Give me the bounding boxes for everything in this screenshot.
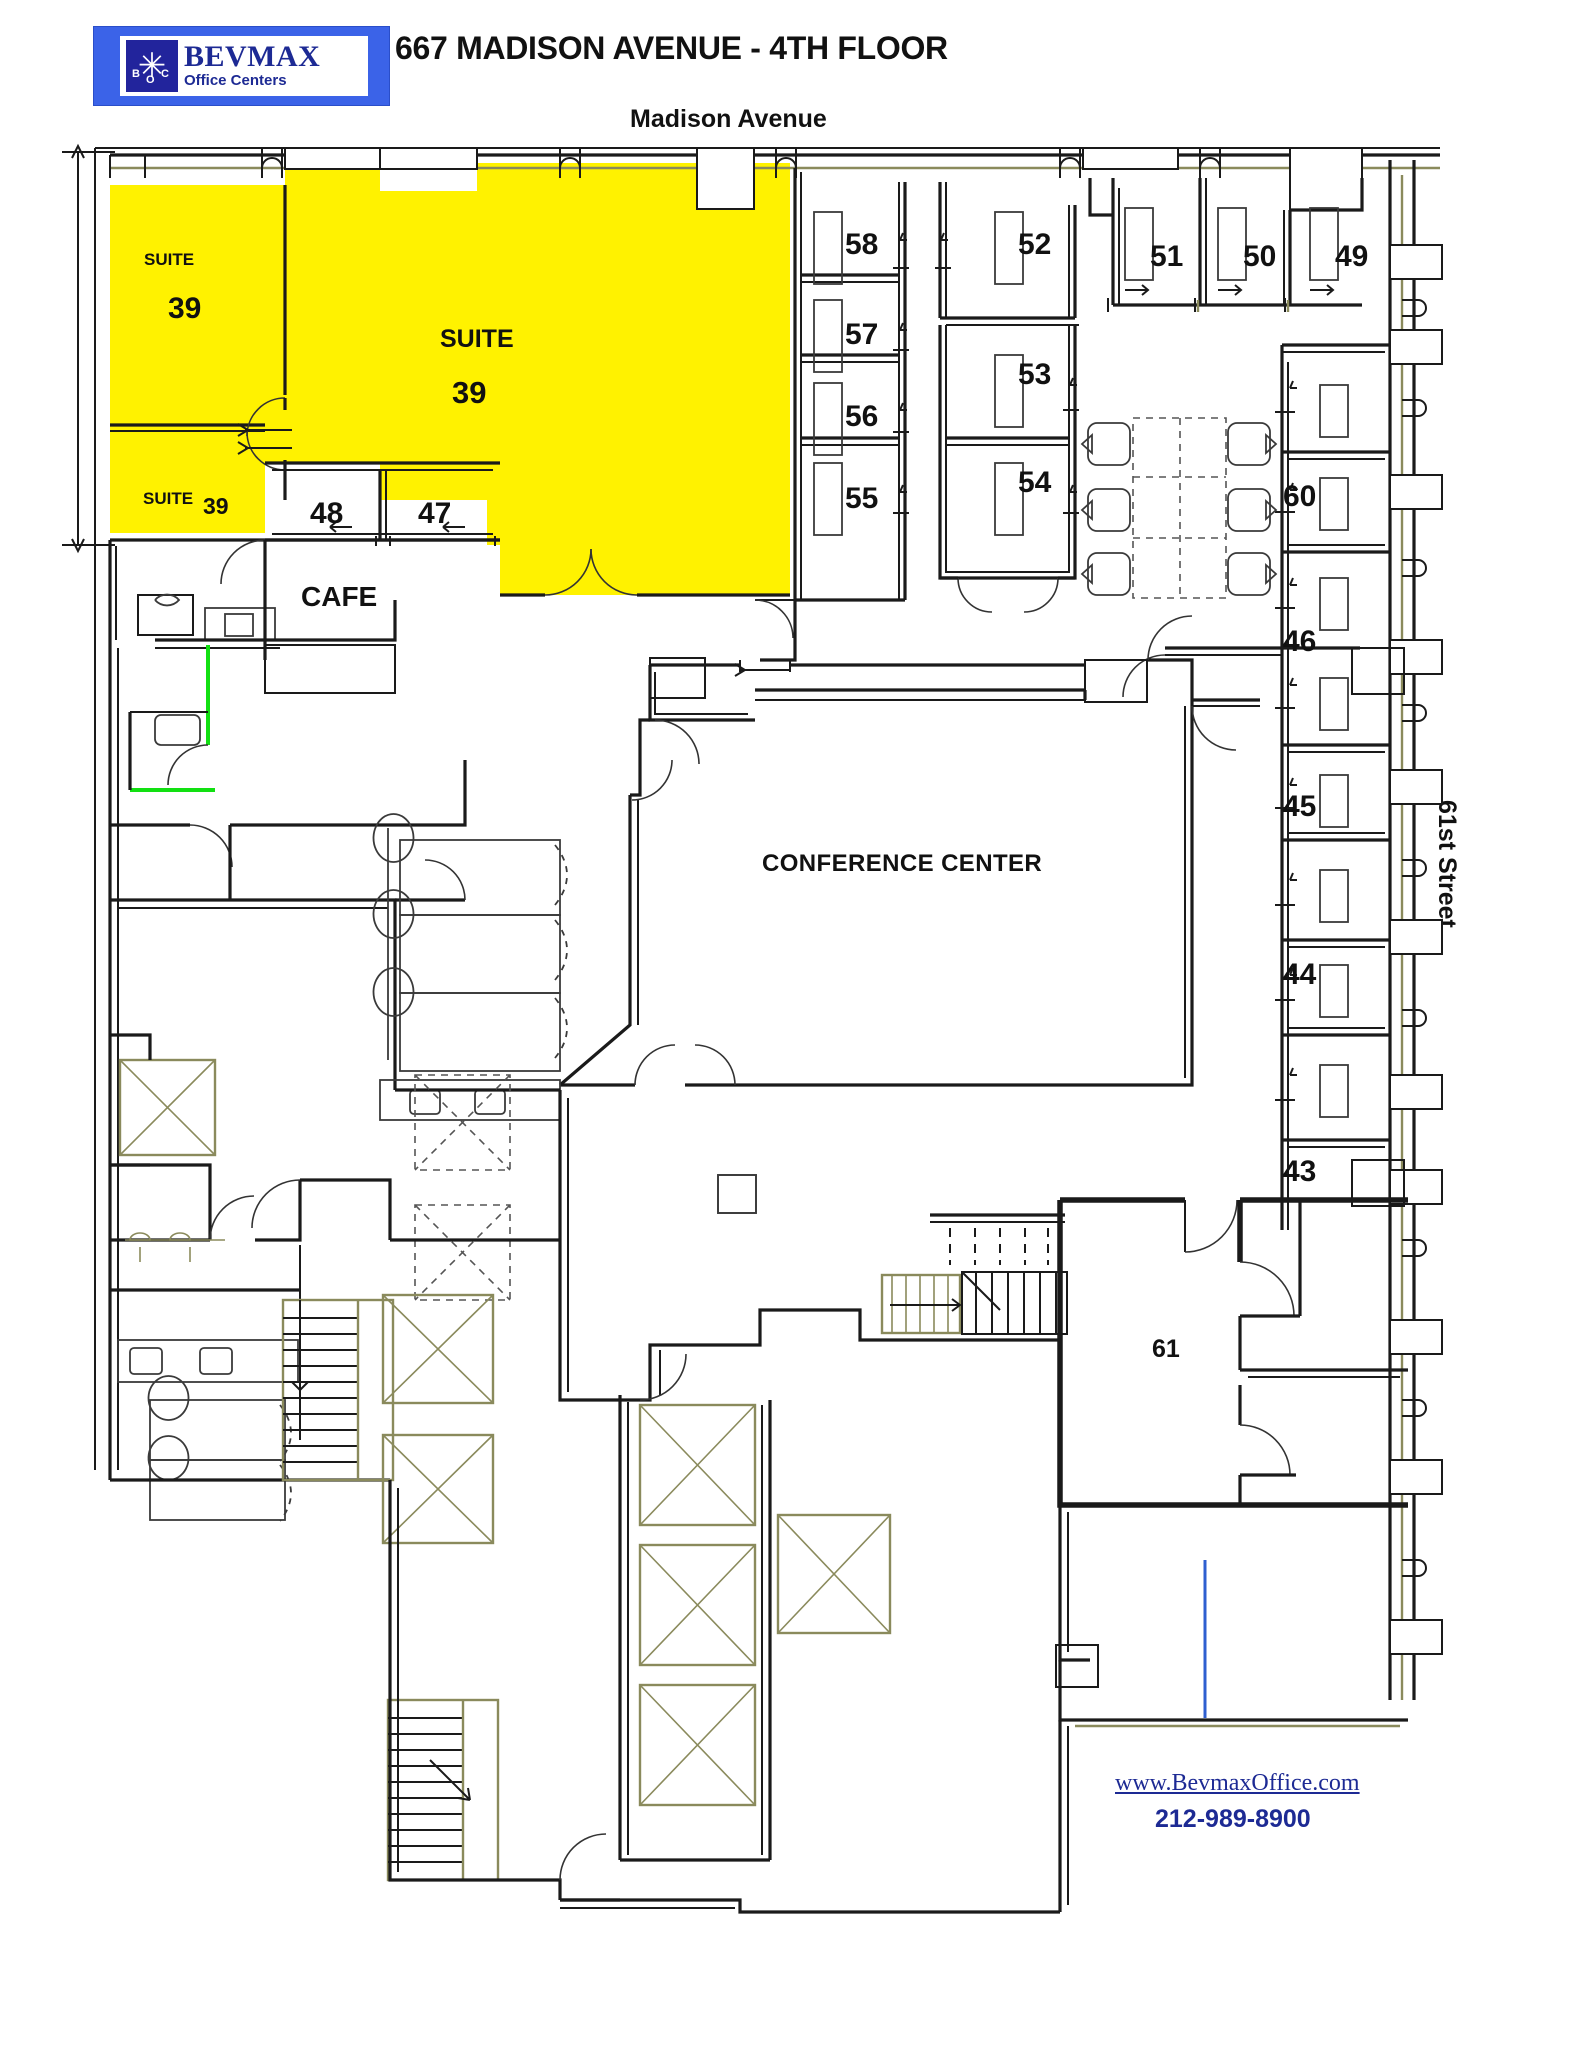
suite-61-block [1055, 1197, 1408, 1912]
office-60-label: 60 [1283, 480, 1317, 513]
page-title: 667 MADISON AVENUE - 4TH FLOOR [395, 30, 948, 66]
snowflake-icon: ✳ [137, 47, 167, 85]
east-exterior-wall [1351, 160, 1443, 1700]
room-48-label: 48 [310, 497, 344, 530]
office-46-label: 46 [1283, 625, 1317, 658]
west-core-block [108, 538, 568, 1545]
suite-39-left-bottom-label: SUITE [143, 489, 194, 508]
office-57-label: 57 [845, 318, 879, 351]
room-47-label: 47 [418, 497, 452, 530]
office-block-51-49 [1088, 178, 1364, 312]
dimension-line [62, 143, 115, 554]
stair-central [880, 1213, 1068, 1335]
office-43-label: 43 [1283, 1155, 1317, 1188]
logo-brand: BEVMAX [184, 40, 321, 73]
street-label-madison: Madison Avenue [630, 105, 827, 133]
logo-letter-o: O [146, 74, 155, 86]
stair-left [281, 1298, 395, 1482]
suite-39-left-bottom-number: 39 [203, 493, 229, 519]
cafe-label: CAFE [301, 581, 378, 612]
office-44-label: 44 [1283, 958, 1317, 991]
suite-39-main-number: 39 [452, 375, 487, 410]
office-54-label: 54 [1018, 466, 1052, 499]
office-56-label: 56 [845, 400, 879, 433]
elevator-shafts-lower [381, 1293, 495, 1545]
conference-table-group [1080, 417, 1278, 599]
office-53-label: 53 [1018, 358, 1052, 391]
office-51-label: 51 [1150, 240, 1184, 273]
suite-39-left-top-number: 39 [168, 292, 202, 325]
conference-center-label: CONFERENCE CENTER [762, 850, 1043, 877]
office-block-52-54 [935, 182, 1079, 613]
logo-inner: ✳ B O C BEVMAX Office Centers [120, 36, 368, 96]
elevator-shafts-left [110, 1033, 511, 1301]
conference-center-room [558, 615, 1260, 1087]
office-52-label: 52 [1018, 228, 1052, 261]
phone-number: 212-989-8900 [1155, 1805, 1311, 1833]
logo-wordmark: BEVMAX Office Centers [184, 42, 320, 90]
office-55-label: 55 [845, 482, 879, 515]
logo-letter-c: C [161, 68, 169, 80]
suite-61-label: 61 [1152, 1335, 1180, 1363]
office-45-label: 45 [1283, 790, 1317, 823]
north-exterior-wall [109, 147, 1440, 211]
office-49-label: 49 [1335, 240, 1369, 273]
bevmax-mark-icon: ✳ B O C [126, 40, 178, 92]
suite-39-left-top-label: SUITE [144, 250, 195, 269]
suite-39-main-label: SUITE [440, 325, 514, 353]
office-50-label: 50 [1243, 240, 1277, 273]
website-link[interactable]: www.BevmaxOffice.com [1115, 1770, 1360, 1796]
street-label-61st: 61st Street [1433, 800, 1461, 928]
logo-letter-b: B [132, 68, 140, 80]
bevmax-logo: ✳ B O C BEVMAX Office Centers [93, 26, 390, 106]
office-block-58-55 [754, 168, 909, 662]
central-elevator-core [386, 1090, 1068, 1914]
east-office-column [1122, 343, 1390, 1230]
stair-lower [386, 1698, 500, 1882]
office-58-label: 58 [845, 228, 879, 261]
logo-tagline: Office Centers [184, 72, 287, 89]
